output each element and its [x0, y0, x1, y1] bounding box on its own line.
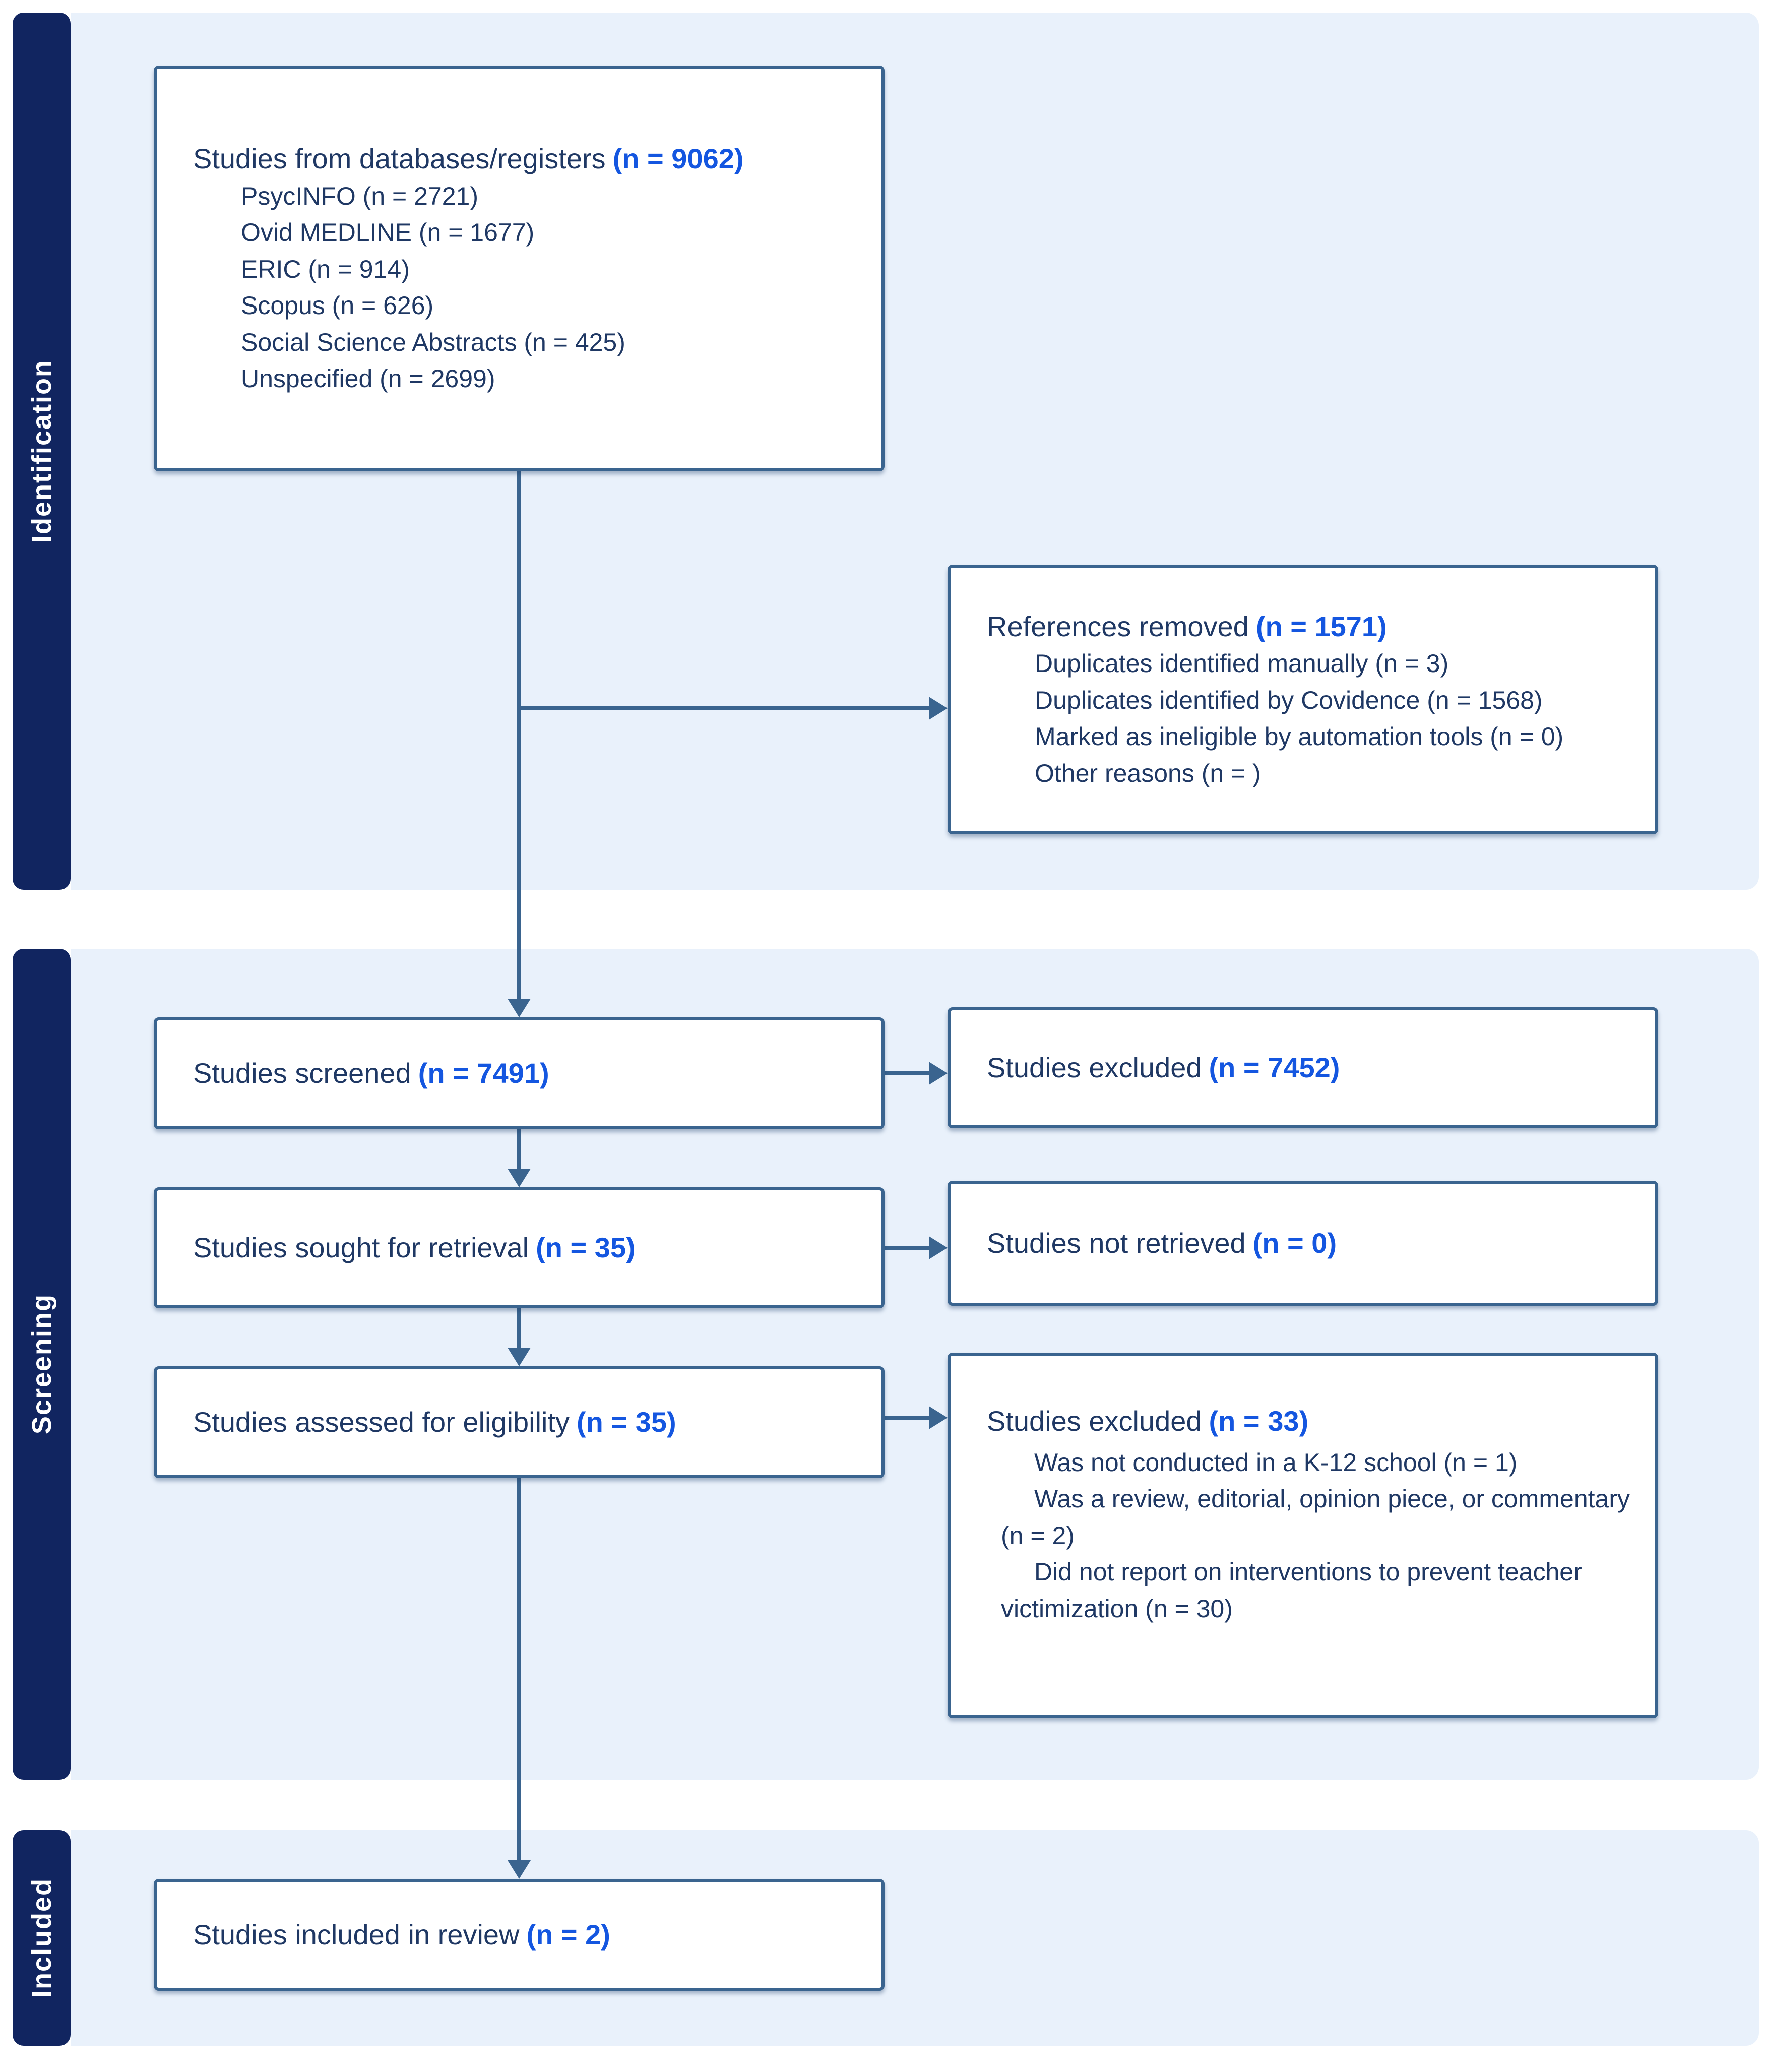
- included-sidebar-tab: Included: [13, 1830, 71, 2046]
- arrow-databases-to-screened-head: [508, 999, 531, 1017]
- box-studies-excluded-eligibility: Studies excluded(n = 33) Was not conduct…: [948, 1353, 1658, 1718]
- removed-reason-item: Duplicates identified by Covidence (n = …: [1035, 686, 1543, 714]
- count-badge: (n = 0): [1252, 1227, 1337, 1259]
- exclusion-reason-item: Was not conducted in a K-12 school (n = …: [1034, 1448, 1518, 1477]
- screening-label: Screening: [26, 1294, 57, 1435]
- removed-reason-item: Other reasons (n = ): [1035, 759, 1261, 787]
- box-title: Studies excluded(n = 33): [987, 1405, 1309, 1437]
- box-studies-from-databases: Studies from databases/registers(n = 906…: [154, 66, 885, 471]
- exclusion-reason-item: Was a review, editorial, opinion piece, …: [1001, 1485, 1630, 1550]
- arrow-screened-to-excluded-line: [885, 1071, 929, 1075]
- database-item: PsycINFO (n = 2721): [241, 181, 478, 210]
- exclusion-reason-item: Did not report on interventions to preve…: [1001, 1558, 1582, 1623]
- box-title: Studies screened(n = 7491): [193, 1057, 549, 1089]
- arrow-assessed-to-included-line: [517, 1478, 521, 1861]
- identification-sidebar-tab: Identification: [13, 13, 71, 890]
- count-badge: (n = 35): [577, 1406, 676, 1438]
- box-studies-sought: Studies sought for retrieval(n = 35): [154, 1187, 885, 1308]
- arrow-branch-to-references-head: [929, 697, 948, 720]
- count-badge: (n = 1571): [1255, 610, 1387, 642]
- arrow-databases-to-screened-line: [517, 471, 521, 1001]
- removed-reason-item: Duplicates identified manually (n = 3): [1035, 649, 1449, 678]
- database-item: Ovid MEDLINE (n = 1677): [241, 218, 535, 247]
- arrow-screened-to-excluded-head: [929, 1062, 948, 1085]
- box-studies-excluded-screening: Studies excluded(n = 7452): [948, 1007, 1658, 1128]
- box-references-removed: References removed(n = 1571) Duplicates …: [948, 565, 1658, 834]
- arrow-screened-to-sought-head: [508, 1169, 531, 1187]
- count-badge: (n = 2): [526, 1919, 610, 1951]
- box-studies-not-retrieved: Studies not retrieved(n = 0): [948, 1181, 1658, 1306]
- identification-label: Identification: [26, 359, 57, 543]
- box-title: References removed(n = 1571): [987, 610, 1387, 642]
- count-badge: (n = 9062): [612, 143, 744, 175]
- database-item: Social Science Abstracts (n = 425): [241, 328, 625, 356]
- database-item: Unspecified (n = 2699): [241, 364, 495, 393]
- removed-reason-item: Marked as ineligible by automation tools…: [1035, 722, 1564, 751]
- box-title: Studies sought for retrieval(n = 35): [193, 1232, 636, 1264]
- arrow-sought-to-notretrieved-line: [885, 1246, 929, 1250]
- count-badge: (n = 7452): [1209, 1052, 1340, 1084]
- box-title: Studies excluded(n = 7452): [987, 1052, 1340, 1084]
- arrow-sought-to-assessed-head: [508, 1348, 531, 1366]
- arrow-sought-to-assessed-line: [517, 1308, 521, 1350]
- arrow-sought-to-notretrieved-head: [929, 1236, 948, 1259]
- box-title: Studies from databases/registers(n = 906…: [193, 143, 744, 175]
- box-studies-screened: Studies screened(n = 7491): [154, 1017, 885, 1129]
- included-label: Included: [26, 1877, 57, 1998]
- arrow-assessed-to-included-head: [508, 1860, 531, 1879]
- box-title: Studies assessed for eligibility(n = 35): [193, 1406, 676, 1438]
- count-badge: (n = 7491): [418, 1057, 549, 1089]
- arrow-assessed-to-excluded-head: [929, 1406, 948, 1429]
- box-studies-assessed: Studies assessed for eligibility(n = 35): [154, 1366, 885, 1478]
- screening-sidebar-tab: Screening: [13, 949, 71, 1780]
- arrow-screened-to-sought-line: [517, 1129, 521, 1171]
- arrow-branch-to-references-line: [517, 706, 929, 710]
- count-badge: (n = 35): [536, 1232, 636, 1264]
- database-item: Scopus (n = 626): [241, 291, 434, 320]
- count-badge: (n = 33): [1209, 1405, 1309, 1437]
- database-item: ERIC (n = 914): [241, 255, 410, 283]
- box-title: Studies included in review(n = 2): [193, 1919, 610, 1951]
- box-title: Studies not retrieved(n = 0): [987, 1227, 1337, 1259]
- arrow-assessed-to-excluded-line: [885, 1416, 929, 1420]
- box-studies-included: Studies included in review(n = 2): [154, 1879, 885, 1991]
